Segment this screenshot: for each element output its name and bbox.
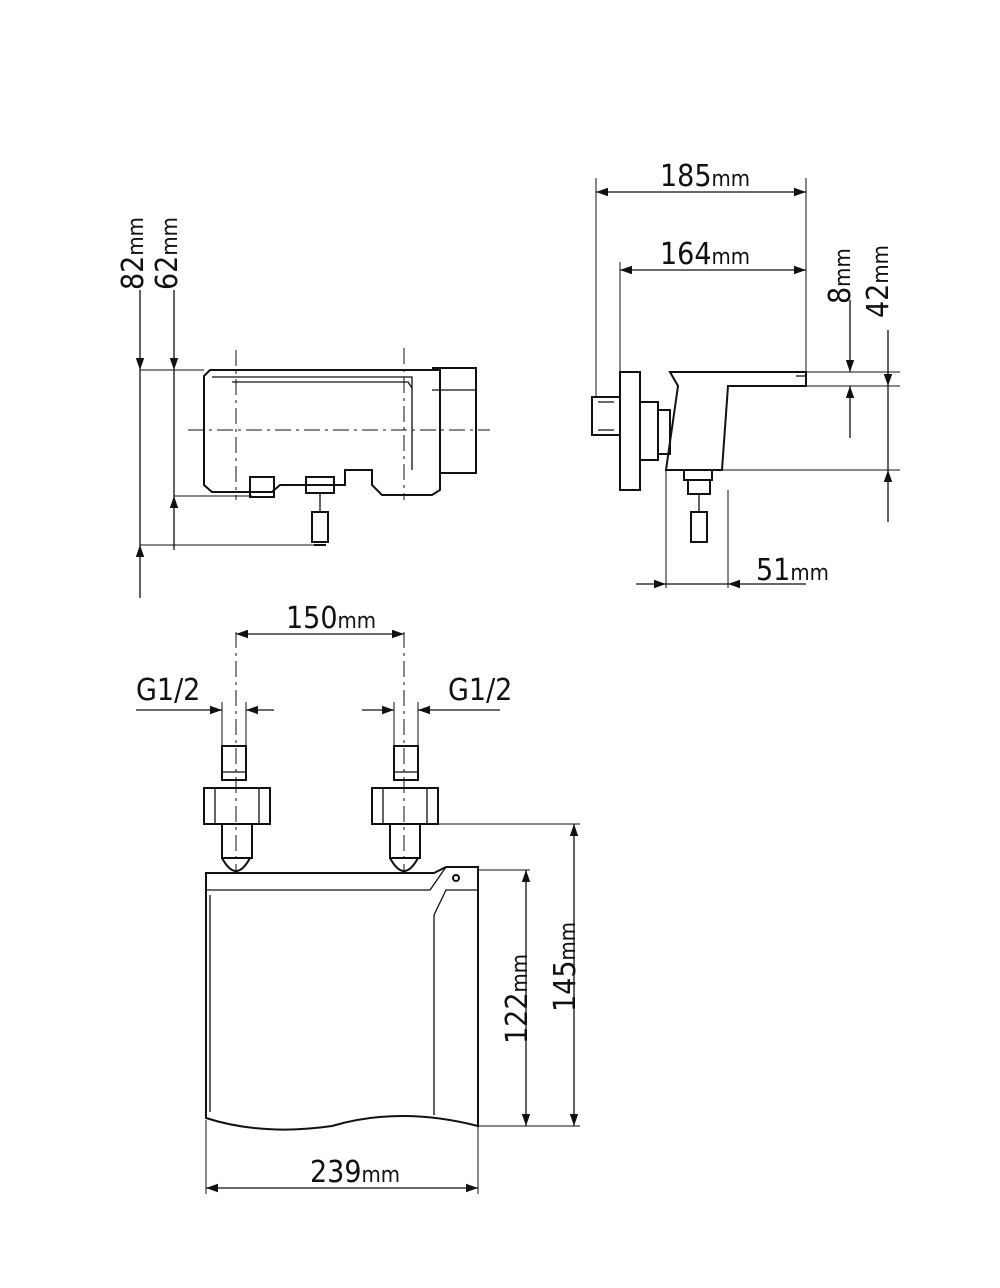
side-view-flange xyxy=(619,371,641,491)
front-view-handle xyxy=(432,367,477,474)
top-view-connector-left xyxy=(221,745,247,781)
dim-164mm-label: 164mm xyxy=(660,237,750,272)
front-view-body xyxy=(203,369,441,496)
dim-239mm-label: 239mm xyxy=(310,1155,400,1190)
dim-62mm-label: 62mm xyxy=(150,217,185,290)
dim-185mm-label: 185mm xyxy=(660,159,750,194)
top-view-nut-right xyxy=(371,787,439,825)
side-view-outlet xyxy=(690,511,708,543)
dim-8mm-label: 8mm xyxy=(823,248,858,304)
thread-label-right: G1/2 xyxy=(448,673,512,708)
front-view-outlet xyxy=(311,511,329,543)
top-view-nut-left xyxy=(203,787,271,825)
dim-150mm-label: 150mm xyxy=(286,601,376,636)
front-view-fitting-left xyxy=(249,476,275,498)
dim-82mm-label: 82mm xyxy=(116,217,151,290)
top-view-body xyxy=(205,866,479,1131)
top-view xyxy=(136,629,580,1194)
side-view xyxy=(591,178,900,589)
dim-42mm-label: 42mm xyxy=(861,245,896,318)
dim-122mm-label: 122mm xyxy=(500,954,535,1044)
top-view-connector-right xyxy=(393,745,419,781)
side-view-body xyxy=(664,371,807,471)
front-view xyxy=(135,290,490,598)
dim-51mm-label: 51mm xyxy=(756,553,829,588)
dim-145mm-label: 145mm xyxy=(548,922,583,1012)
thread-label-left: G1/2 xyxy=(136,673,200,708)
